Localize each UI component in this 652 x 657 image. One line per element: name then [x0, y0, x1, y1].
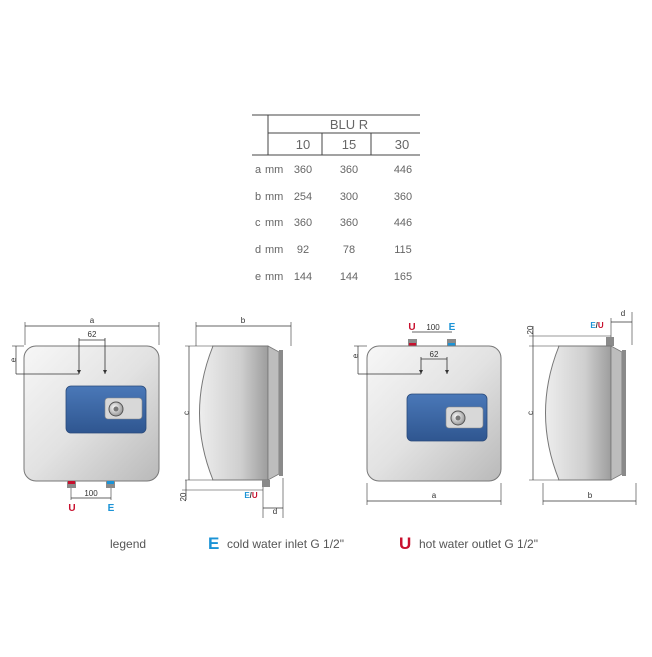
- cold-hot-marker: E/U: [244, 491, 258, 500]
- front-view-top-outlets: U E 100 62 e a: [351, 322, 502, 505]
- side-view-top-outlets: d E/U 20 c b: [526, 309, 637, 505]
- dim-label-d: d: [273, 507, 277, 516]
- row-unit: mm: [265, 217, 283, 229]
- hot-outlet-marker: U: [68, 503, 75, 514]
- dim-label-62: 62: [88, 330, 97, 339]
- side-view-bottom-outlets: b c d 20 E/U: [179, 316, 292, 518]
- dim-label-e: e: [351, 353, 360, 358]
- table-model: BLU R: [330, 117, 368, 132]
- row-value: 446: [394, 164, 412, 176]
- dim-label-20: 20: [179, 492, 188, 501]
- row-value: 446: [394, 217, 412, 229]
- dim-label-b: b: [241, 316, 246, 325]
- dim-label-20: 20: [526, 325, 535, 334]
- tank-side-body: [545, 345, 612, 481]
- row-value: 360: [340, 217, 358, 229]
- row-value: 115: [394, 244, 412, 256]
- dim-label-b: b: [588, 491, 593, 500]
- dim-label-a: a: [90, 316, 95, 325]
- legend: legend E cold water inlet G 1/2" U hot w…: [110, 534, 538, 553]
- row-label: c: [255, 217, 261, 229]
- dim-label-62: 62: [430, 350, 439, 359]
- hot-outlet-marker: U: [408, 322, 415, 333]
- row-label: d: [255, 244, 261, 256]
- legend-cold-letter: E: [208, 534, 219, 553]
- dim-label-100: 100: [426, 323, 440, 332]
- row-value: 360: [294, 217, 312, 229]
- dim-label-d: d: [621, 309, 625, 318]
- cold-hot-marker: E/U: [590, 321, 604, 330]
- row-unit: mm: [265, 271, 283, 283]
- row-unit: mm: [265, 191, 283, 203]
- row-value: 360: [294, 164, 312, 176]
- row-value: 92: [297, 244, 309, 256]
- table-capacity-30: 30: [395, 137, 409, 152]
- front-view-bottom-outlets: a 62 e 100 U E: [9, 316, 160, 514]
- dim-label-e: e: [9, 357, 18, 362]
- legend-hot-letter: U: [399, 534, 411, 553]
- row-value: 254: [294, 191, 312, 203]
- table-row-e: e mm 144 144 165: [255, 271, 412, 283]
- row-value: 360: [340, 164, 358, 176]
- row-label: a: [255, 164, 262, 176]
- cold-inlet-marker: E: [449, 322, 456, 333]
- table-row-a: a mm 360 360 446: [255, 164, 412, 176]
- legend-hot-text: hot water outlet G 1/2": [419, 537, 538, 551]
- table-row-d: d mm 92 78 115: [255, 244, 412, 256]
- dimension-table: BLU R 10 15 30 a mm 360 360 446 b mm 254…: [252, 114, 420, 283]
- row-value: 78: [343, 244, 355, 256]
- row-value: 165: [394, 271, 412, 283]
- tank-side-body: [199, 345, 269, 481]
- table-row-c: c mm 360 360 446: [255, 217, 412, 229]
- dim-label-100: 100: [84, 489, 98, 498]
- dim-label-a: a: [432, 491, 437, 500]
- row-label: e: [255, 271, 261, 283]
- row-value: 144: [294, 271, 312, 283]
- legend-cold-text: cold water inlet G 1/2": [227, 537, 344, 551]
- table-capacity-10: 10: [296, 137, 310, 152]
- table-row-b: b mm 254 300 360: [255, 191, 412, 203]
- row-value: 144: [340, 271, 358, 283]
- dim-label-c: c: [526, 411, 535, 415]
- row-unit: mm: [265, 244, 283, 256]
- table-capacity-15: 15: [342, 137, 356, 152]
- row-value: 300: [340, 191, 358, 203]
- legend-title: legend: [110, 537, 146, 551]
- row-unit: mm: [265, 164, 283, 176]
- row-label: b: [255, 191, 261, 203]
- row-value: 360: [394, 191, 412, 203]
- cold-inlet-marker: E: [108, 503, 115, 514]
- dim-label-c: c: [182, 411, 191, 415]
